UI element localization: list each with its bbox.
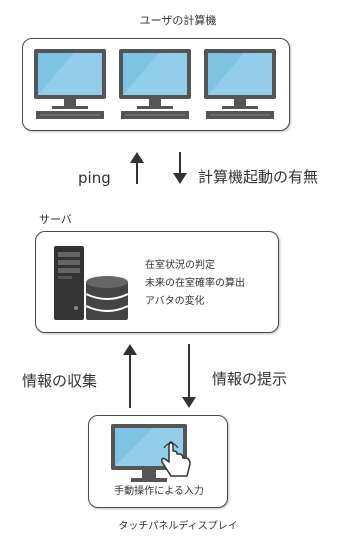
server-box: 在室状況の判定 未来の在室確率の算出 アバタの変化	[35, 231, 279, 333]
user-computers-box	[22, 38, 290, 131]
present-arrow-down	[182, 344, 196, 408]
touch-caption: 手動操作による入力	[114, 486, 204, 497]
monitor-icon	[111, 424, 187, 482]
startup-label: 計算機起動の有無	[198, 168, 319, 186]
ping-arrow-up	[130, 152, 144, 184]
database-icon	[85, 276, 129, 320]
user-computers-label: ユーザの計算機	[139, 14, 217, 27]
server-function: 在室状況の判定	[145, 260, 215, 271]
monitor-icon	[204, 49, 276, 119]
touch-hand-icon	[161, 441, 191, 477]
collect-label: 情報の収集	[22, 372, 98, 390]
present-label: 情報の提示	[212, 370, 288, 388]
server-tower-icon	[54, 246, 84, 320]
server-label: サーバ	[39, 213, 72, 226]
monitor-icon	[119, 49, 191, 119]
server-function: アバタの変化	[145, 296, 205, 307]
startup-arrow-down	[173, 152, 187, 184]
touch-panel-box: 手動操作による入力	[88, 415, 228, 508]
touch-panel-label: タッチパネルディスプレイ	[118, 521, 238, 532]
monitor-icon	[34, 49, 106, 119]
collect-arrow-up	[123, 344, 137, 408]
ping-label: ping	[78, 169, 111, 187]
server-function: 未来の在室確率の算出	[145, 278, 245, 289]
